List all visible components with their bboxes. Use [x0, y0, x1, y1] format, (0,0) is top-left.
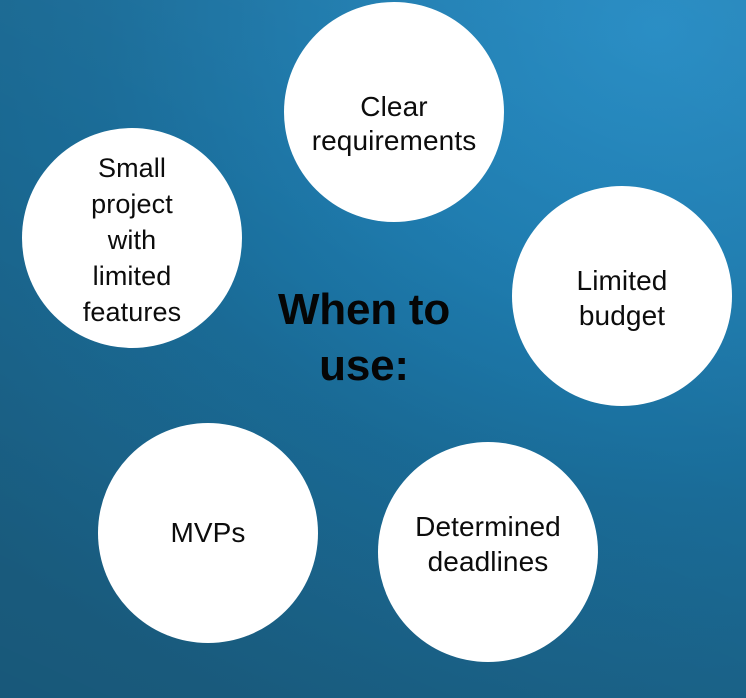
bubble-label-clear-requirements: Clear requirements	[311, 90, 477, 156]
bubble-label-limited-budget: Limited budget	[576, 265, 668, 331]
bubble-mvps[interactable]: MVPs	[98, 423, 318, 643]
bubble-determined-deadlines[interactable]: Determined deadlines	[378, 442, 598, 662]
bubble-limited-budget[interactable]: Limited budget	[512, 186, 732, 406]
bubble-small-project[interactable]: Small project with limited features	[22, 128, 242, 348]
bubble-label-small-project: Small project with limited features	[82, 152, 182, 328]
bubble-clear-requirements[interactable]: Clear requirements	[284, 2, 504, 222]
slide-heading: When to use:	[277, 285, 451, 391]
bubble-label-mvps: MVPs	[170, 516, 246, 548]
bubble-label-determined-deadlines: Determined deadlines	[415, 511, 561, 577]
